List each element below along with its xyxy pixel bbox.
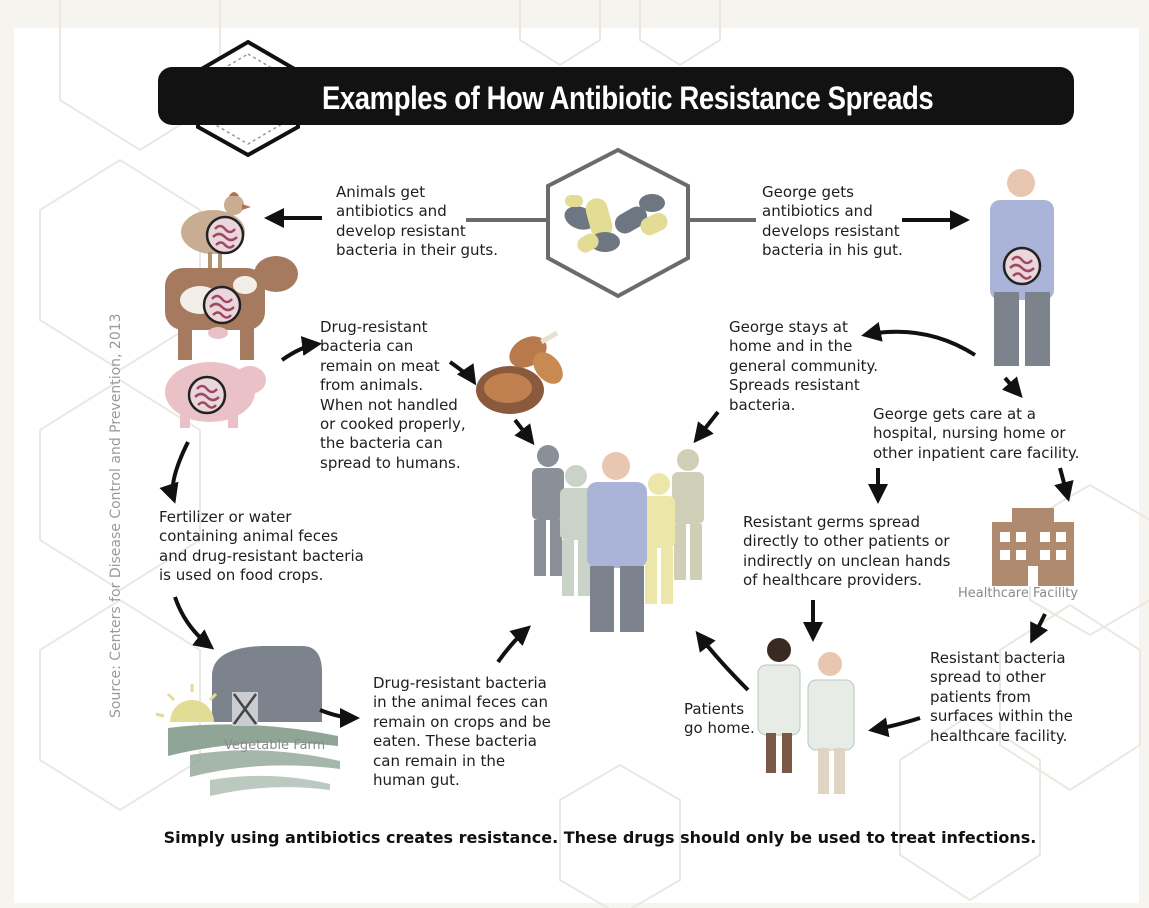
page-title: Examples of How Antibiotic Resistance Sp…: [322, 80, 934, 116]
note-crops: Drug-resistant bacteria in the animal fe…: [373, 674, 551, 790]
note-resistant-germs-spread: Resistant germs spread directly to other…: [743, 513, 951, 590]
cow-icon: [165, 256, 298, 360]
label-healthcare-facility: Healthcare Facility: [958, 586, 1079, 601]
title-bar: [158, 67, 1074, 125]
community-crowd: [532, 445, 704, 632]
meat-drumstick-icon: [476, 330, 563, 414]
sun-icon: [155, 684, 218, 722]
note-george-gets-care: George gets care at a hospital, nursing …: [873, 405, 1080, 462]
pig-icon: [165, 362, 266, 428]
note-patients-go-home: Patients go home.: [684, 700, 755, 738]
note-george-stays-home: George stays at home and in the general …: [729, 318, 878, 414]
note-fertilizer: Fertilizer or water containing animal fe…: [159, 508, 364, 585]
george-figure: [990, 169, 1054, 366]
patients-figures: [757, 638, 855, 794]
barn-icon: [168, 646, 340, 796]
chicken-icon: [181, 192, 251, 268]
hospital-building-icon: [992, 508, 1074, 586]
note-george-gets-antibiotics: George gets antibiotics and develops res…: [762, 183, 903, 260]
footer-message: Simply using antibiotics creates resista…: [163, 828, 1037, 847]
note-meat: Drug-resistant bacteria can remain on me…: [320, 318, 466, 472]
pill-cluster-icon: [466, 147, 756, 299]
note-surfaces: Resistant bacteria spread to other patie…: [930, 649, 1073, 745]
flow-arrows: [159, 208, 1074, 738]
label-vegetable-farm: Vegetable Farm: [224, 738, 326, 753]
source-credit: Source: Centers for Disease Control and …: [108, 313, 124, 718]
note-animals-get-antibiotics: Animals get antibiotics and develop resi…: [336, 183, 499, 260]
